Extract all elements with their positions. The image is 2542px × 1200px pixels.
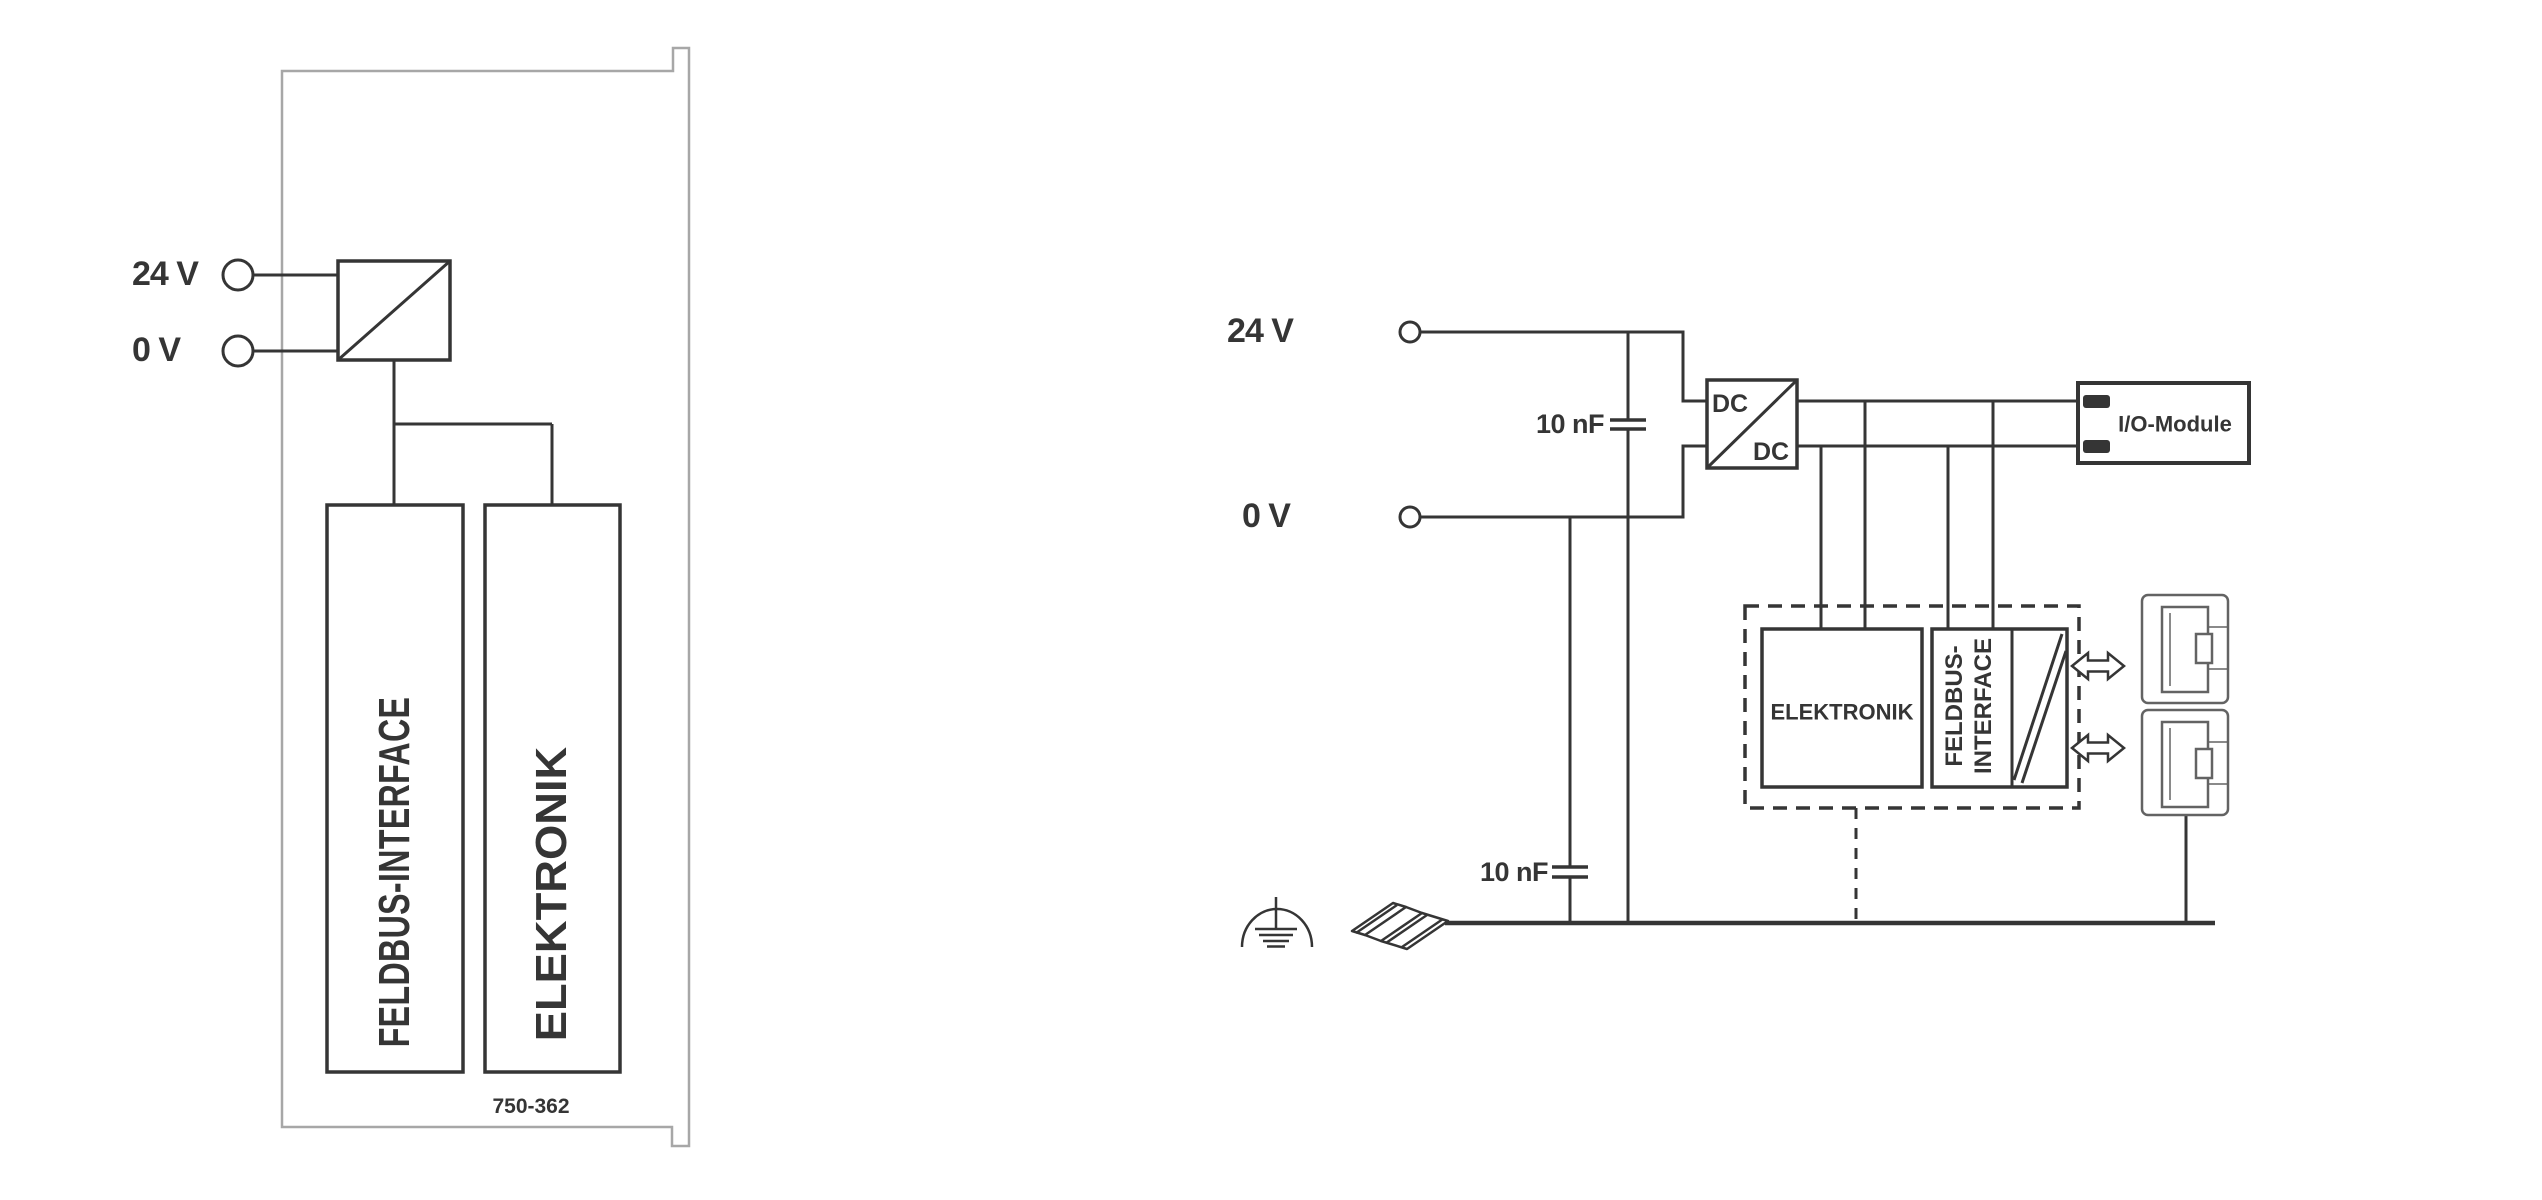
left-electronics-label: ELEKTRONIK — [526, 746, 576, 1042]
earth-ground-icon — [1240, 897, 1314, 948]
right-schematic-diagram — [1240, 320, 2251, 951]
terminal-24v-icon — [1398, 320, 1422, 344]
terminal-0v-icon — [221, 334, 255, 368]
coupler-boundary-dashed — [1743, 604, 2081, 810]
terminal-24v-icon — [221, 258, 255, 292]
right-supply-24v-label: 24 V — [1227, 312, 1294, 351]
part-number-label: 750-362 — [492, 1094, 570, 1118]
right-electronics-label: ELEKTRONIK — [1770, 699, 1914, 725]
dc-dc-converter-diagonal — [1705, 378, 1799, 470]
electronics-block — [1760, 627, 1924, 789]
rj45-port-icon — [2140, 593, 2230, 705]
capacitor-bottom-icon — [1552, 865, 1588, 879]
left-coupler-diagram — [221, 46, 691, 1148]
din-rail-icon — [1350, 901, 1450, 951]
dc-converter-top-label: DC — [1711, 389, 1749, 418]
capacitor-top-value-label: 10 nF — [1535, 408, 1605, 439]
right-supply-0v-label: 0 V — [1241, 497, 1291, 536]
fieldbus-interface-block — [1930, 627, 2069, 789]
bidirectional-arrow-icon — [2070, 732, 2126, 764]
rj45-port-icon — [2140, 708, 2230, 817]
terminal-0v-icon — [1398, 505, 1422, 529]
module-housing-outline — [280, 46, 691, 1148]
dc-converter-bottom-label: DC — [1752, 437, 1790, 466]
capacitor-top-icon — [1610, 418, 1646, 431]
right-fieldbus-line2: INTERFACE — [1970, 637, 1997, 775]
right-fieldbus-line1: FELDBUS- — [1941, 645, 1968, 767]
fieldbus-interface-block — [325, 503, 465, 1074]
right-fieldbus-interface-label: FELDBUS- INTERFACE — [1940, 638, 1998, 774]
left-supply-0v-label: 0 V — [132, 331, 181, 370]
supply-wires — [253, 273, 338, 353]
schematic-wires — [1420, 330, 2188, 923]
capacitor-bottom-value-label: 10 nF — [1479, 856, 1549, 887]
isolation-stripe — [2012, 633, 2068, 784]
dc-converter-diagonal — [337, 259, 451, 362]
io-module-pin-bottom — [2083, 440, 2110, 453]
io-module-label: I/O-Module — [2118, 411, 2232, 437]
electronics-block — [483, 503, 622, 1074]
left-supply-24v-label: 24 V — [132, 255, 199, 294]
internal-bus-wires — [392, 360, 554, 505]
left-fieldbus-interface-label: FELDBUS-INTERFACE — [369, 696, 419, 1048]
bidirectional-arrow-icon — [2070, 650, 2126, 682]
io-module-pin-top — [2083, 395, 2110, 408]
